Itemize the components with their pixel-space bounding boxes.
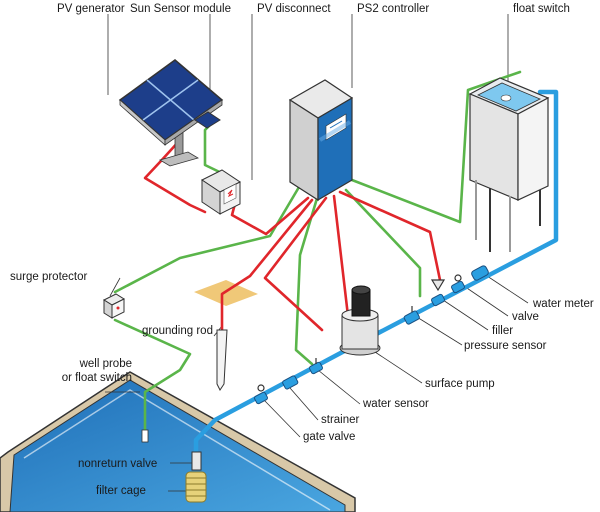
label-well-probe-line2: or float switch xyxy=(61,372,132,384)
surge-protector xyxy=(102,293,126,319)
gate-valve-fitting xyxy=(254,391,268,405)
strainer-fitting xyxy=(282,375,299,390)
label-gate-valve: gate valve xyxy=(303,431,356,443)
label-valve: valve xyxy=(512,311,539,323)
label-float-switch: float switch xyxy=(513,3,570,15)
float-switch-tank xyxy=(468,77,550,252)
well-probe xyxy=(141,429,149,443)
filler-fitting xyxy=(431,293,445,307)
pipe-fittings xyxy=(254,265,489,405)
label-grounding-rod: grounding rod xyxy=(142,325,213,337)
label-ps2-controller: PS2 controller xyxy=(357,3,430,15)
filter-cage xyxy=(185,471,207,503)
label-well-probe-line1: well probe xyxy=(79,358,132,370)
label-pressure-sensor: pressure sensor xyxy=(464,340,547,352)
well-basin xyxy=(0,371,356,512)
pipe-valve-handles xyxy=(257,274,462,392)
pv-disconnect xyxy=(201,169,241,215)
surface-pump xyxy=(339,285,381,356)
label-filter-cage: filter cage xyxy=(96,485,146,497)
label-surface-pump: surface pump xyxy=(425,378,495,390)
label-pv-disconnect: PV disconnect xyxy=(257,3,331,15)
label-water-sensor: water sensor xyxy=(363,398,429,410)
grounding-rod xyxy=(216,329,228,391)
valve-fitting xyxy=(451,280,465,294)
label-sun-sensor-module: Sun Sensor module xyxy=(130,3,232,15)
water-sensor-fitting xyxy=(309,361,323,375)
label-nonreturn-valve: nonreturn valve xyxy=(78,458,158,470)
signal-wires xyxy=(113,70,522,434)
power-wires xyxy=(143,138,442,332)
ps2-controller xyxy=(288,79,354,202)
label-well-probe: well probe or float switch xyxy=(32,357,132,385)
nonreturn-valve xyxy=(191,451,202,471)
label-surge-protector: surge protector xyxy=(10,271,88,283)
label-strainer: strainer xyxy=(321,414,360,426)
pressure-sensor-fitting xyxy=(403,310,420,325)
label-water-meter: water meter xyxy=(533,298,594,310)
grounding-pad xyxy=(194,280,258,306)
label-pv-generator: PV generator xyxy=(57,3,125,15)
label-filler: filler xyxy=(492,325,514,337)
pv-generator xyxy=(118,59,224,167)
water-meter-fitting xyxy=(471,265,489,281)
sun-sensor-module xyxy=(194,111,221,129)
